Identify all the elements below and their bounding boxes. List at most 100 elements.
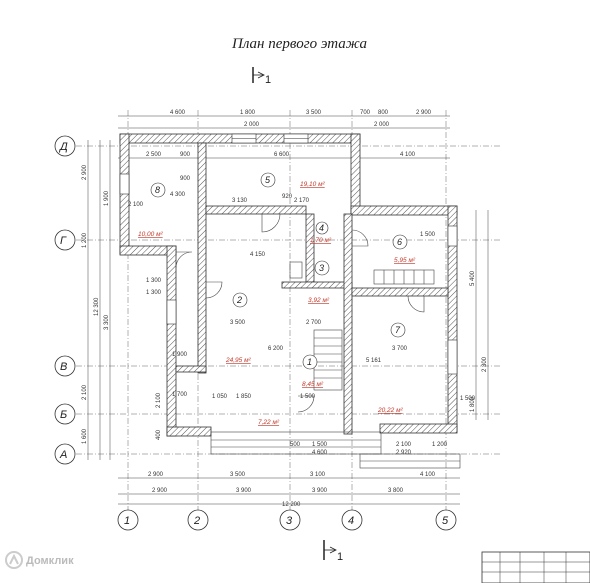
room-number: 1 [307,357,312,367]
dim-label: 3 500 [306,110,322,116]
dim-total-left: 12 300 [94,297,100,316]
dim-label: 4 100 [400,152,416,158]
dim-label: 1 700 [172,392,188,398]
dim-label: 400 [156,429,162,440]
dim-label: 2 100 [396,442,412,448]
dim-label: 500 [290,442,301,448]
axis-label-2: 2 [193,515,200,527]
dim-label: 2 000 [244,122,260,128]
dim-label: 1 500 [460,396,476,402]
dim-label: 2 500 [146,152,162,158]
dim-label: 1 050 [212,394,228,400]
axis-label-b: Б [60,409,67,421]
room-number: 7 [395,325,401,335]
section-cut-marker-top: 1 [252,67,271,86]
section-cut-label-top: 1 [265,74,271,86]
dim-label: 6 600 [274,152,290,158]
dim-label: 1 500 [312,442,328,448]
dim-label: 1 800 [240,110,256,116]
room-number: 3 [319,263,324,273]
dim-label: 1 300 [146,278,162,284]
dim-label: 900 [180,176,191,182]
axis-label-g: Г [60,235,67,247]
dim-label: 2 900 [82,164,88,180]
room-area: 1,70 м² [310,237,332,244]
dims-bottom: 500 1 500 2 100 1 200 4 600 2 920 2 900 … [148,442,448,508]
axis-numbers: 1 2 3 4 5 [117,509,457,531]
room-porch: 7,22 м² [258,419,280,426]
house-icon [9,553,19,565]
dim-label: 900 [180,152,191,158]
dim-label: 3 700 [392,346,408,352]
dim-label: 1 850 [236,394,252,400]
dims-right: 5 400 2 300 1 800 [470,270,488,412]
dim-label: 1 200 [432,442,448,448]
dim-label: 4 100 [420,472,436,478]
dim-total-bottom: 12 200 [282,502,301,508]
dim-label: 3 100 [310,472,326,478]
dimension-lines [87,115,489,505]
room-number: 5 [265,175,271,185]
dim-label: 700 [360,110,371,116]
axis-label-3: 3 [286,515,293,527]
dim-label: 3 900 [236,488,252,494]
dim-label: 2 900 [148,472,164,478]
dim-label: 2 900 [152,488,168,494]
axis-label-a: А [59,449,67,461]
dim-label: 4 150 [250,252,266,258]
building-walls [119,133,458,437]
axis-letters: Д Г В Б А [54,135,76,465]
section-cut-label-bottom: 1 [337,551,343,563]
dims-left: 2 900 1 200 2 100 1 600 12 300 3 300 1 9… [82,164,162,444]
dim-label: 2 900 [416,110,432,116]
windows [119,133,458,375]
dim-label: 1 900 [172,352,188,358]
dim-label: 3 800 [388,488,404,494]
room-number: 4 [319,223,324,233]
axis-label-4: 4 [348,515,354,527]
title-block [481,551,590,583]
room-5: 5 19,10 м² [260,172,326,188]
dim-label: 4 600 [312,450,328,456]
axis-label-d: Д [58,141,68,153]
room-area: 5,95 м² [394,257,416,264]
dim-label: 3 130 [232,198,248,204]
dim-label: 3 500 [230,320,246,326]
room-number: 6 [397,237,402,247]
dims-top: 4 600 1 800 3 500 700 800 2 900 2 000 2 … [146,110,432,158]
room-area: 3,92 м² [308,297,330,304]
room-3: 3 3,92 м² [308,260,330,304]
axis-label-v: В [60,361,67,373]
interior-details [175,213,461,469]
dim-label: 2 170 [294,198,310,204]
dim-label: 1 600 [82,428,88,444]
room-8: 8 10,00 м² [138,182,166,238]
dim-label: 5 400 [470,270,476,286]
dim-label: 2 100 [82,384,88,400]
room-2: 2 24,95 м² [225,292,252,364]
dim-label: 2 100 [156,392,162,408]
dim-label: 2 100 [128,202,144,208]
dim-label: 1 500 [300,394,316,400]
dim-label: 2 700 [306,320,322,326]
grid-axes [76,110,500,510]
dim-label: 3 300 [104,314,110,330]
dim-label: 3 900 [312,488,328,494]
page-title: План первого этажа [231,36,367,52]
room-7: 7 20,22 м² [377,322,406,414]
room-area: 8,45 м² [302,381,324,388]
room-area: 7,22 м² [258,419,280,426]
dims-interior: 3 130 2 170 920 4 150 3 500 2 700 6 200 … [128,176,476,402]
dim-label: 800 [378,110,389,116]
dim-label: 6 200 [268,346,284,352]
dim-label: 5 161 [366,358,382,364]
dim-label: 2 300 [482,356,488,372]
dim-label: 4 600 [170,110,186,116]
rooms: 5 19,10 м² 8 10,00 м² 4 1,70 м² 3 3,92 м… [138,172,416,426]
section-cut-marker-bottom: 1 [323,540,343,563]
dim-label: 1 300 [146,290,162,296]
dim-label: 2 920 [396,450,412,456]
dim-label: 920 [282,194,293,200]
room-4: 4 1,70 м² [310,221,332,244]
